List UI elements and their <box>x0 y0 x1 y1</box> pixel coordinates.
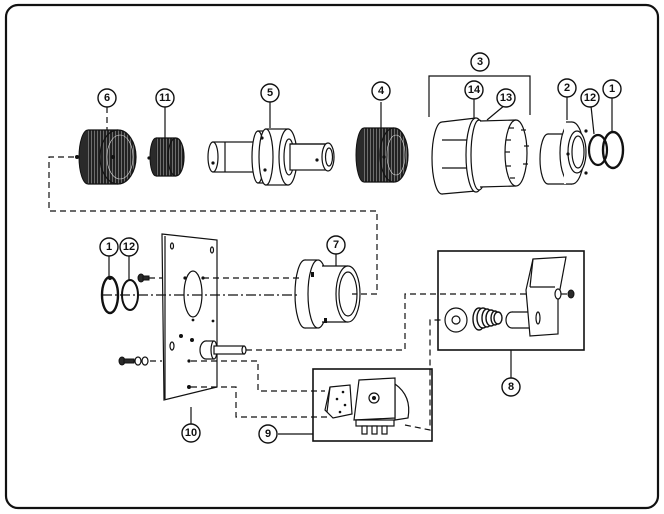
part-2-end-cap <box>539 121 588 185</box>
part-6-main-spring <box>75 129 137 185</box>
callout-8: 8 <box>501 377 521 397</box>
svg-text:4: 4 <box>378 85 385 97</box>
leader-lines <box>106 97 613 435</box>
callout-1-top: 1 <box>602 79 622 99</box>
part-1-ring-top <box>601 130 625 170</box>
svg-text:12: 12 <box>584 92 596 104</box>
callout-7: 7 <box>326 235 346 255</box>
svg-text:1: 1 <box>106 241 112 253</box>
svg-text:8: 8 <box>508 381 514 393</box>
callout-11: 11 <box>155 88 175 108</box>
callout-9: 9 <box>258 424 278 444</box>
part-11-small-spring <box>147 137 185 177</box>
svg-text:13: 13 <box>500 92 512 104</box>
callout-3: 3 <box>470 52 490 72</box>
part-3-housing-assembly <box>431 117 529 195</box>
svg-text:14: 14 <box>468 84 481 96</box>
callout-14: 14 <box>464 80 484 100</box>
callout-6: 6 <box>97 88 117 108</box>
svg-text:11: 11 <box>159 92 171 104</box>
callout-2: 2 <box>557 78 577 98</box>
part-9-solenoid-assembly <box>324 377 410 435</box>
callout-4: 4 <box>371 81 391 101</box>
part-12-washer-top <box>587 133 609 167</box>
callout-1-left: 1 <box>99 237 119 257</box>
part-7-bushing <box>294 259 361 329</box>
svg-text:9: 9 <box>265 428 271 440</box>
callout-12-left: 12 <box>119 237 139 257</box>
svg-text:7: 7 <box>333 239 339 251</box>
part-8-latch-assembly <box>444 256 575 337</box>
svg-text:10: 10 <box>185 427 197 439</box>
part-5-shaft <box>207 128 335 186</box>
bolt-with-nuts <box>118 356 149 366</box>
callout-5: 5 <box>260 83 280 103</box>
svg-text:2: 2 <box>564 82 570 94</box>
svg-text:12: 12 <box>123 241 135 253</box>
svg-text:6: 6 <box>104 92 110 104</box>
svg-text:5: 5 <box>267 87 273 99</box>
callout-12-top: 12 <box>580 88 600 108</box>
callout-10: 10 <box>181 423 201 443</box>
svg-text:3: 3 <box>477 56 483 68</box>
connection-lines <box>48 156 568 431</box>
svg-text:1: 1 <box>609 83 615 95</box>
callout-13: 13 <box>496 88 516 108</box>
part-4-spring <box>355 127 409 183</box>
part-3-bracket <box>428 75 531 117</box>
